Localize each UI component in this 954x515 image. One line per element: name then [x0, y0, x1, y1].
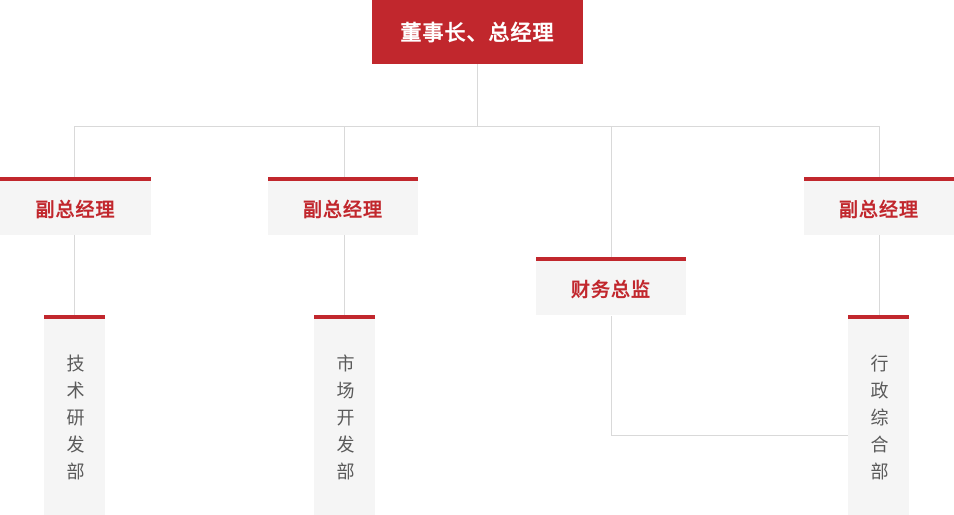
connector-finance-down-vertical [611, 316, 612, 435]
org-node-label: 副总经理 [838, 199, 919, 221]
org-node-label: 财务总监 [570, 279, 651, 301]
org-node-label: 市场开发部 [334, 354, 355, 489]
org-node-vice-general-manager-1: 副总经理 [0, 177, 151, 235]
org-node-finance-director: 财务总监 [536, 257, 686, 315]
org-node-chairman-general-manager: 董事长、总经理 [372, 0, 583, 64]
connector-vice-gm-3-to-admin [879, 235, 880, 315]
connector-root-trunk [477, 64, 478, 126]
org-node-label: 副总经理 [35, 199, 116, 221]
org-node-label: 董事长、总经理 [400, 22, 555, 45]
connector-drop-vice-gm-3 [879, 126, 880, 177]
org-node-vice-general-manager-3: 副总经理 [804, 177, 954, 235]
org-node-label: 技术研发部 [64, 354, 85, 489]
connector-drop-vice-gm-2 [344, 126, 345, 177]
connector-vice-gm-2-to-market [344, 235, 345, 315]
org-node-admin-general-department: 行政综合部 [848, 315, 909, 515]
connector-main-horizontal [74, 126, 880, 127]
connector-finance-to-admin-horizontal [611, 435, 849, 436]
connector-vice-gm-1-to-tech-rd [74, 235, 75, 315]
connector-drop-vice-gm-1 [74, 126, 75, 177]
org-node-market-dev-department: 市场开发部 [314, 315, 375, 515]
org-node-label: 行政综合部 [868, 354, 889, 489]
org-node-tech-rd-department: 技术研发部 [44, 315, 105, 515]
org-node-vice-general-manager-2: 副总经理 [268, 177, 418, 235]
org-node-label: 副总经理 [302, 199, 383, 221]
connector-drop-finance-director [611, 126, 612, 257]
